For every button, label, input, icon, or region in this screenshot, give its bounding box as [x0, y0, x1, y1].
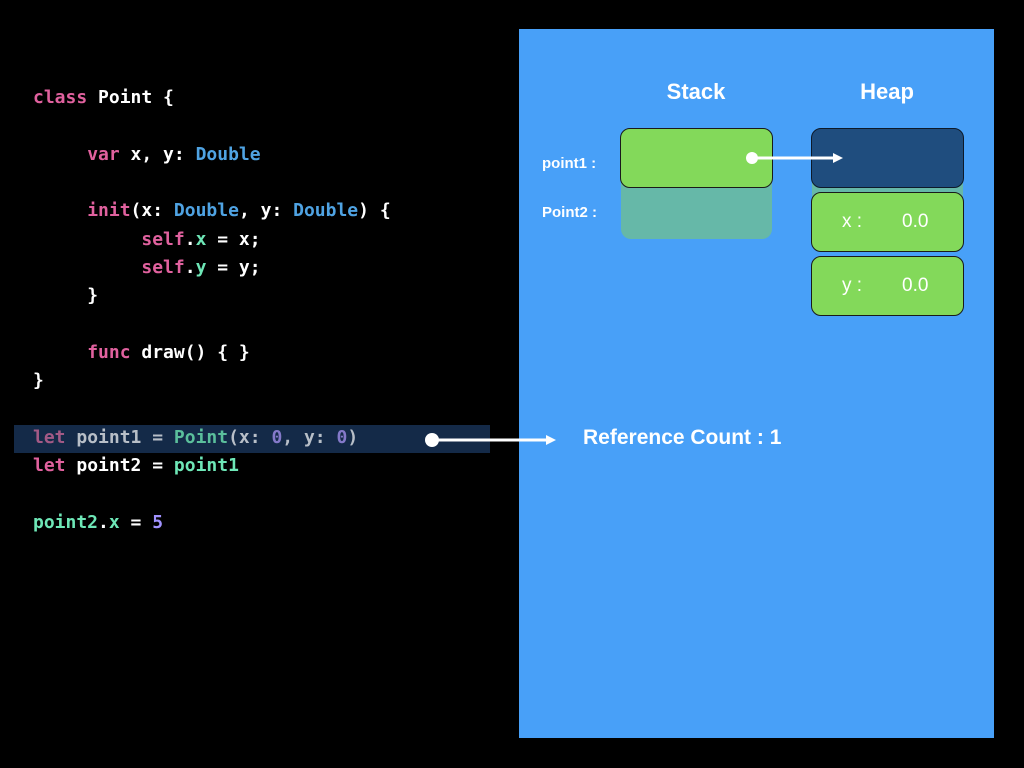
stack-slot-point1 — [620, 128, 773, 188]
code-token — [33, 257, 141, 278]
heap-field-y-name: y : — [842, 275, 863, 296]
code-line: self.y = y; — [33, 254, 261, 282]
code-token: x — [195, 228, 207, 250]
code-token: point1 = — [76, 426, 174, 448]
code-token: y — [195, 256, 207, 278]
code-token: 5 — [152, 511, 164, 533]
heap-field-x-value: 0.0 — [902, 211, 929, 232]
stack-title: Stack — [666, 79, 726, 104]
code-token: Point — [173, 426, 229, 448]
code-line: var x, y: Double — [33, 141, 261, 169]
code-token: = — [119, 511, 153, 533]
heap-object-header — [811, 128, 964, 188]
code-token: = y; — [206, 256, 261, 278]
code-token: let — [33, 426, 77, 448]
code-token: . — [98, 511, 109, 533]
code-token: self — [141, 256, 185, 278]
code-token: Double — [195, 143, 261, 165]
heap-field-y-value: 0.0 — [902, 275, 929, 296]
heap-field-x: x : 0.0 — [811, 192, 964, 252]
code-token: ) — [347, 426, 359, 448]
code-token: (x: — [228, 426, 272, 448]
code-line: func draw() { } — [33, 339, 250, 367]
code-token: init — [87, 200, 131, 222]
code-token: } — [33, 370, 44, 392]
code-token: draw() { } — [141, 341, 250, 363]
code-token: . — [184, 228, 196, 250]
code-token: Double — [293, 200, 359, 222]
code-token — [33, 144, 87, 165]
code-line: self.x = x; — [33, 226, 261, 254]
point1-label: point1 : — [542, 155, 597, 172]
heap-field-x-name: x : — [842, 211, 863, 232]
code-token: Double — [173, 200, 239, 222]
code-line: class Point { — [33, 84, 174, 112]
code-token: self — [141, 228, 185, 250]
code-line: init(x: Double, y: Double) { — [33, 197, 391, 225]
code-token: x, y: — [130, 143, 196, 165]
code-token: = x; — [206, 228, 261, 250]
code-token — [33, 285, 87, 306]
code-token: ) { — [358, 200, 391, 222]
reference-count-label: Reference Count : 1 — [583, 426, 782, 449]
code-token — [33, 342, 87, 363]
code-token: class — [33, 87, 99, 108]
code-panel: class Point { var x, y: Double init(x: D… — [14, 84, 490, 537]
code-line: } — [33, 367, 44, 395]
code-token: point2 = — [76, 455, 174, 477]
code-token — [33, 229, 141, 250]
heap-title: Heap — [860, 79, 914, 104]
code-token: Point { — [98, 87, 174, 108]
code-token: 0 — [336, 426, 348, 448]
point2-label: Point2 : — [542, 204, 597, 221]
code-line: } — [33, 282, 98, 310]
code-token: . — [184, 256, 196, 278]
code-token: } — [87, 285, 99, 307]
code-token: , y: — [238, 200, 294, 222]
code-token: point2 — [33, 511, 99, 533]
heap-field-y: y : 0.0 — [811, 256, 964, 316]
code-token: , y: — [282, 426, 337, 448]
code-token: 0 — [271, 426, 283, 448]
code-line: let point2 = point1 — [33, 452, 239, 480]
current-line-highlight — [14, 425, 490, 453]
code-line: let point1 = Point(x: 0, y: 0) — [33, 424, 358, 452]
code-token — [33, 200, 87, 221]
code-token: (x: — [130, 200, 174, 222]
code-token: var — [87, 143, 131, 165]
code-token: x — [108, 511, 120, 533]
code-line: point2.x = 5 — [33, 509, 163, 537]
code-token: func — [87, 341, 142, 363]
code-token: let — [33, 455, 77, 477]
code-token: point1 — [173, 455, 239, 477]
